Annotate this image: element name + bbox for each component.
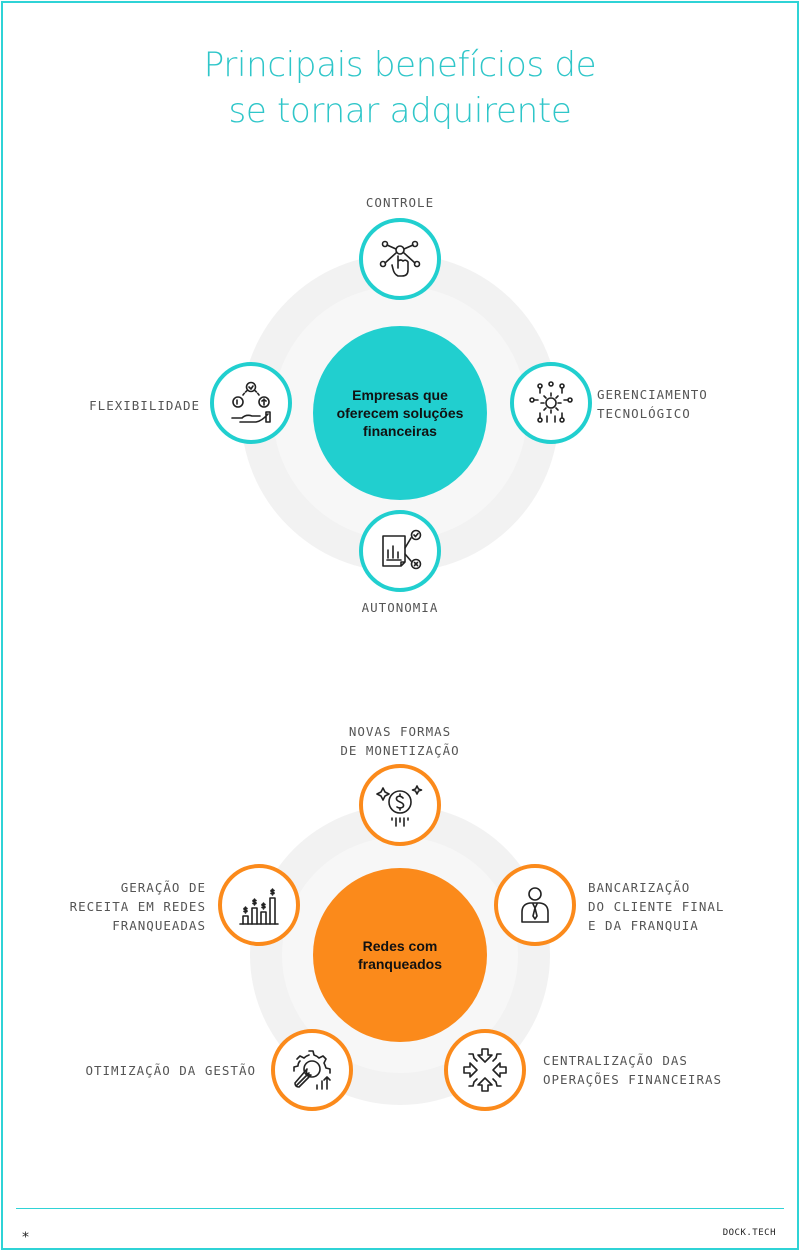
- label-bancarizacao: BANCARIZAÇÃO DO CLIENTE FINAL E DA FRANQ…: [588, 878, 724, 935]
- hub-line-2: oferecem soluções: [336, 405, 464, 421]
- node-gerenciamento: [510, 362, 592, 444]
- title-line-1: Principais benefícios de: [203, 45, 597, 85]
- label-controle: CONTROLE: [365, 195, 435, 210]
- hub-line-1: Redes com: [362, 938, 438, 954]
- label-geracao-line-3: FRANQUEADAS: [112, 918, 206, 933]
- label-monetizacao: NOVAS FORMAS DE MONETIZAÇÃO: [300, 722, 500, 760]
- node-autonomia: [359, 510, 441, 592]
- label-flexibilidade: FLEXIBILIDADE: [89, 398, 200, 413]
- report-check-icon: [382, 529, 422, 570]
- arrows-inward-icon: [463, 1048, 507, 1092]
- person-tie-icon: [521, 887, 549, 923]
- hub-financial-companies: Empresas que oferecem soluções financeir…: [313, 326, 487, 500]
- label-centralizacao: CENTRALIZAÇÃO DAS OPERAÇÕES FINANCEIRAS: [543, 1051, 722, 1089]
- asterisk-icon: ⁎: [22, 1224, 29, 1240]
- label-autonomia: AUTONOMIA: [361, 600, 439, 615]
- label-geracao-receita: GERAÇÃO DE RECEITA EM REDES FRANQUEADAS: [40, 878, 206, 935]
- hub-line-3: financeiras: [363, 423, 437, 439]
- node-monetizacao: [359, 764, 441, 846]
- footer-brand: DOCK.TECH: [722, 1228, 776, 1238]
- hub-franchise-networks: Redes com franqueados: [313, 868, 487, 1042]
- node-controle: [359, 218, 441, 300]
- gear-circuit-icon: [529, 381, 573, 423]
- node-centralizacao: [444, 1029, 526, 1111]
- hand-coins-icon: [231, 381, 271, 423]
- footer-divider: [16, 1208, 784, 1209]
- title-line-2: se tornar adquirente: [228, 91, 572, 131]
- hub-line-1: Empresas que: [352, 387, 448, 403]
- node-geracao-receita: [218, 864, 300, 946]
- dollar-bars-icon: [239, 888, 279, 925]
- label-gerenciamento-line-1: GERENCIAMENTO: [597, 387, 708, 402]
- hand-network-icon: [379, 240, 421, 277]
- node-otimizacao: [271, 1029, 353, 1111]
- hub-line-2: franqueados: [357, 956, 442, 972]
- label-bancarizacao-line-1: BANCARIZAÇÃO: [588, 880, 691, 895]
- label-centralizacao-line-1: CENTRALIZAÇÃO DAS: [543, 1053, 688, 1068]
- label-monetizacao-line-2: DE MONETIZAÇÃO: [340, 743, 460, 758]
- label-gerenciamento: GERENCIAMENTO TECNOLÓGICO: [597, 385, 708, 423]
- label-otimizacao: OTIMIZAÇÃO DA GESTÃO: [85, 1063, 256, 1078]
- label-gerenciamento-line-2: TECNOLÓGICO: [597, 406, 691, 421]
- node-flexibilidade: [210, 362, 292, 444]
- label-bancarizacao-line-2: DO CLIENTE FINAL: [588, 899, 725, 914]
- page-title: Principais benefícios de se tornar adqui…: [0, 42, 800, 134]
- node-bancarizacao: [494, 864, 576, 946]
- label-geracao-line-1: GERAÇÃO DE: [120, 880, 206, 895]
- label-bancarizacao-line-3: E DA FRANQUIA: [588, 918, 699, 933]
- label-monetizacao-line-1: NOVAS FORMAS: [348, 724, 452, 739]
- gear-wrench-icon: [293, 1050, 331, 1090]
- dollar-coin-icon: [376, 785, 423, 827]
- label-centralizacao-line-2: OPERAÇÕES FINANCEIRAS: [543, 1072, 723, 1087]
- label-geracao-line-2: RECEITA EM REDES: [69, 899, 206, 914]
